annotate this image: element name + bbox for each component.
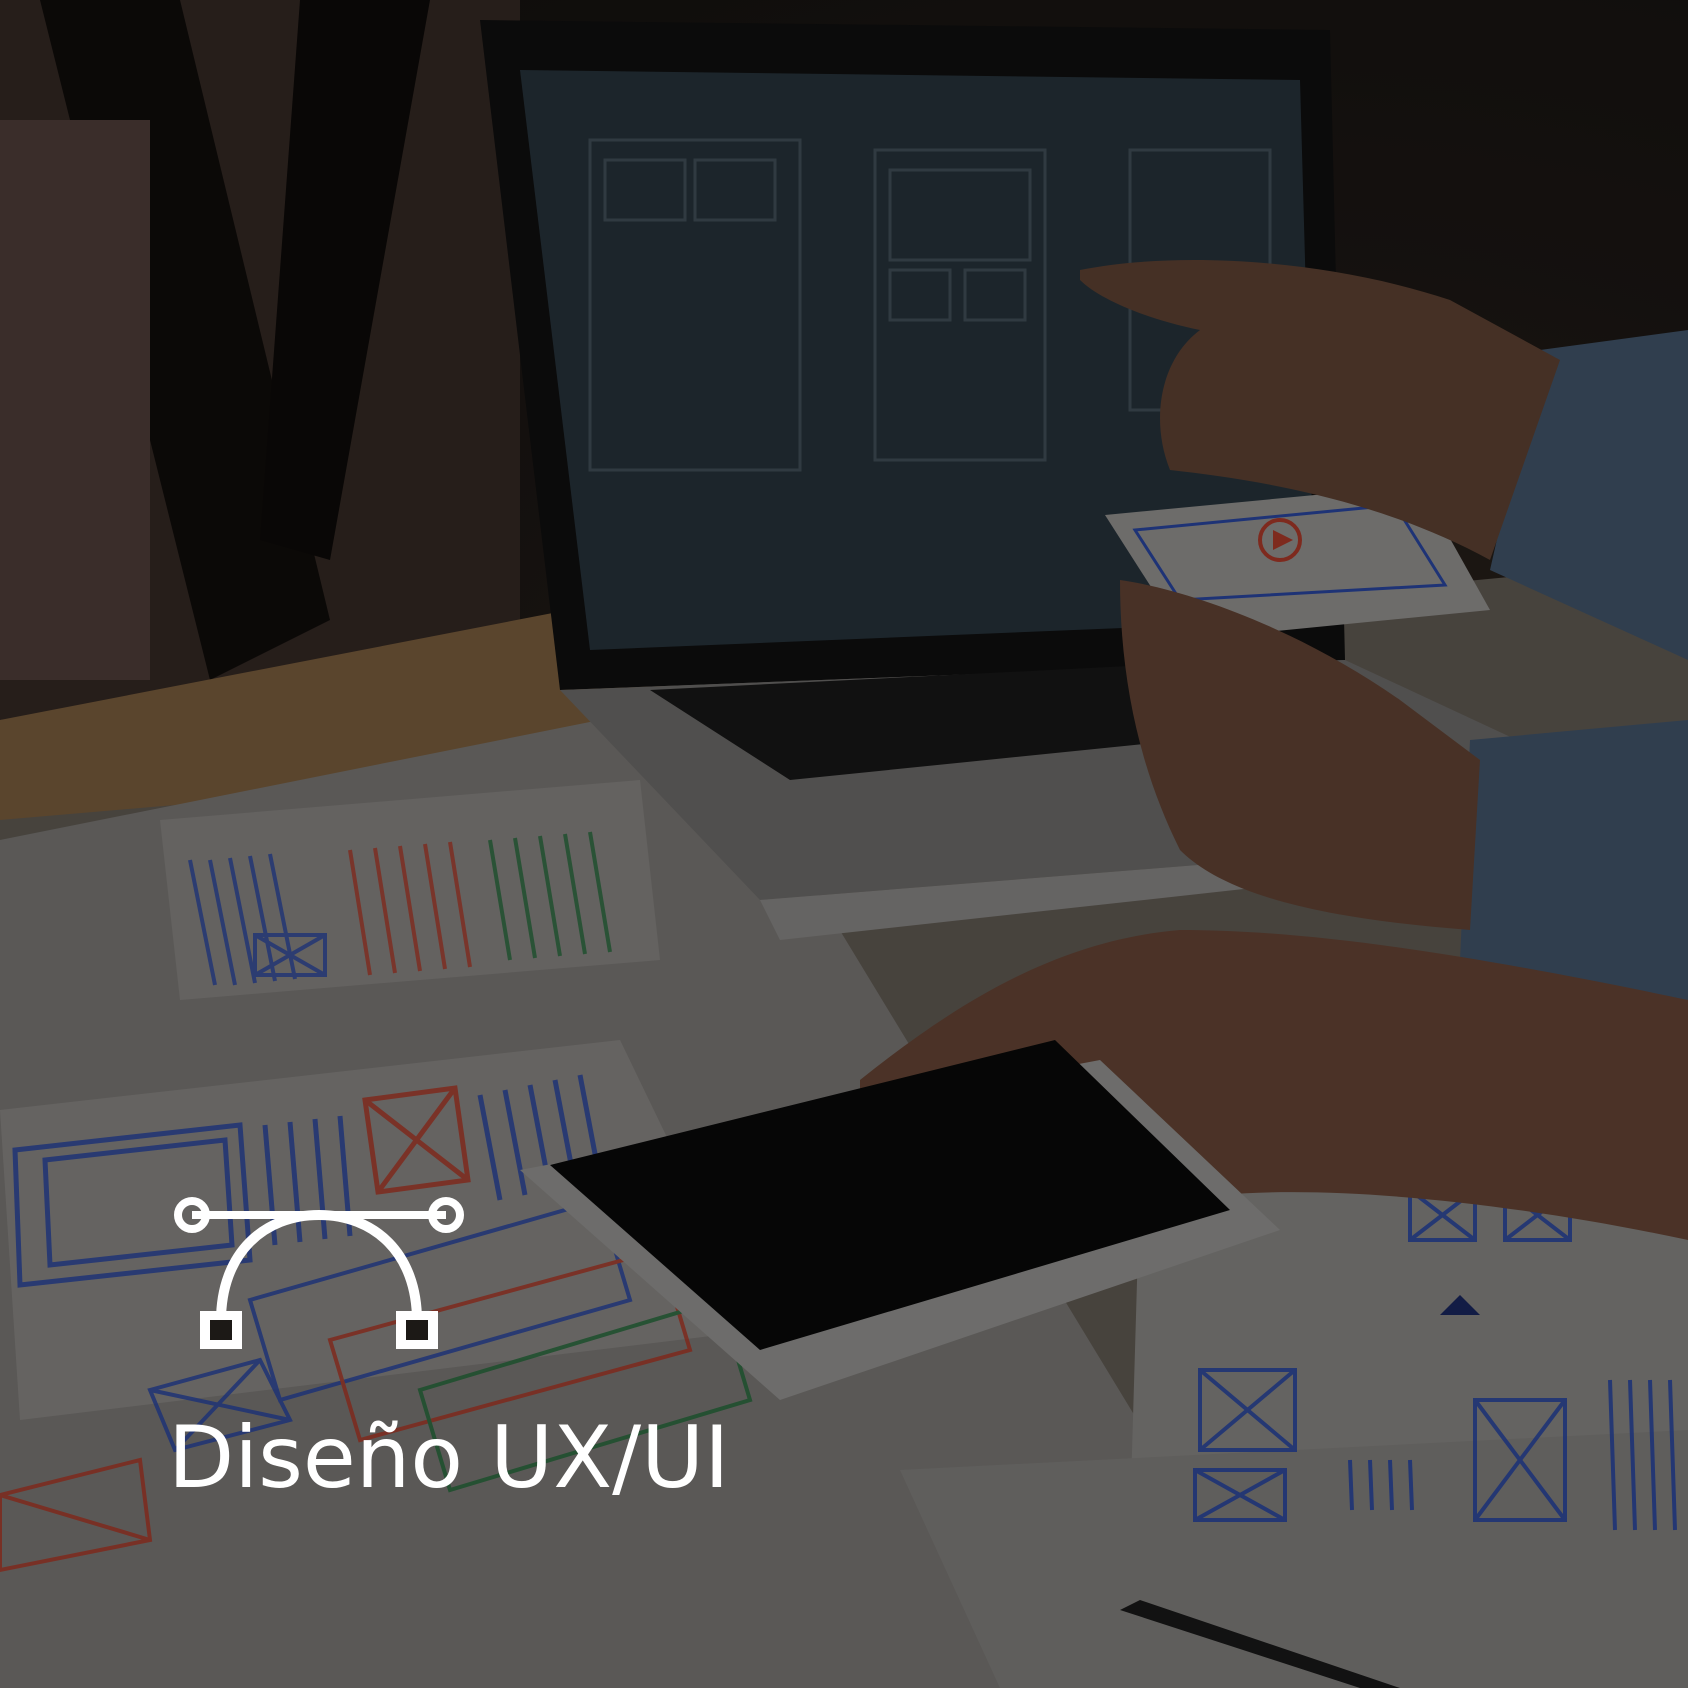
course-title: Diseño UX/UI [168,1408,730,1508]
bezier-curve-icon [174,1197,464,1349]
